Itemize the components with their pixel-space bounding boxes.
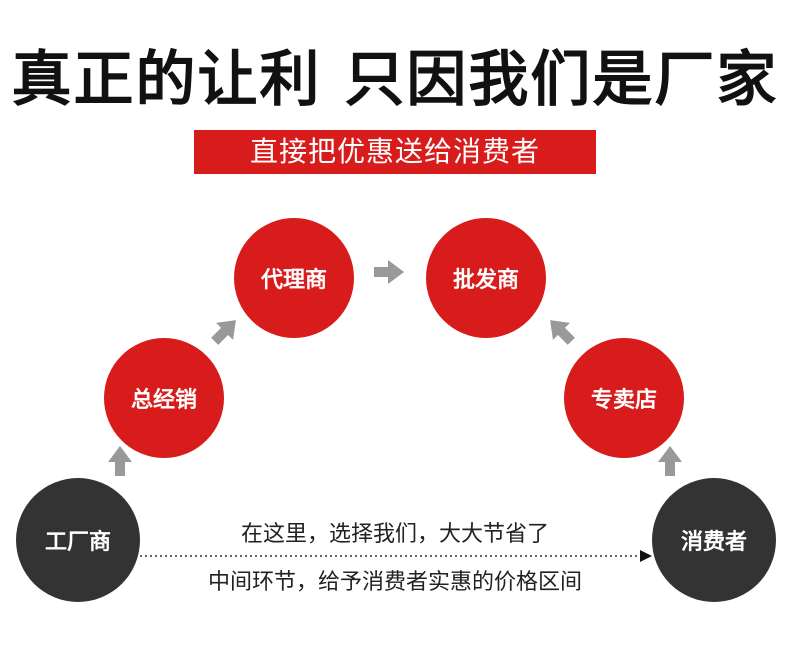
arrow-up-icon: [108, 446, 132, 476]
node-retail-store-label: 专卖店: [590, 388, 657, 413]
arrow-up-right-icon: [211, 320, 236, 345]
arrow-up-icon: [658, 446, 682, 476]
node-factory-label: 工厂商: [44, 530, 111, 555]
note-line-2: 中间环节，给予消费者实惠的价格区间: [207, 570, 582, 595]
node-consumer-label: 消费者: [680, 530, 747, 555]
node-general-distributor-label: 总经销: [130, 388, 197, 413]
node-general-distributor: 总经销: [104, 338, 224, 458]
arrow-up-left-icon: [550, 320, 575, 345]
arrow-right-icon: [640, 550, 652, 562]
node-consumer: 消费者: [652, 478, 776, 602]
node-factory: 工厂商: [16, 478, 140, 602]
subline-banner: 直接把优惠送给消费者: [194, 130, 596, 174]
node-wholesaler: 批发商: [426, 218, 546, 338]
node-retail-store: 专卖店: [564, 338, 684, 458]
node-agent-label: 代理商: [260, 268, 327, 293]
headline: 真正的让利 只因我们是厂家: [11, 45, 779, 115]
note-line-1: 在这里，选择我们，大大节省了: [240, 522, 549, 547]
node-wholesaler-label: 批发商: [452, 268, 519, 293]
node-agent: 代理商: [234, 218, 354, 338]
arrow-right-icon: [374, 260, 404, 284]
